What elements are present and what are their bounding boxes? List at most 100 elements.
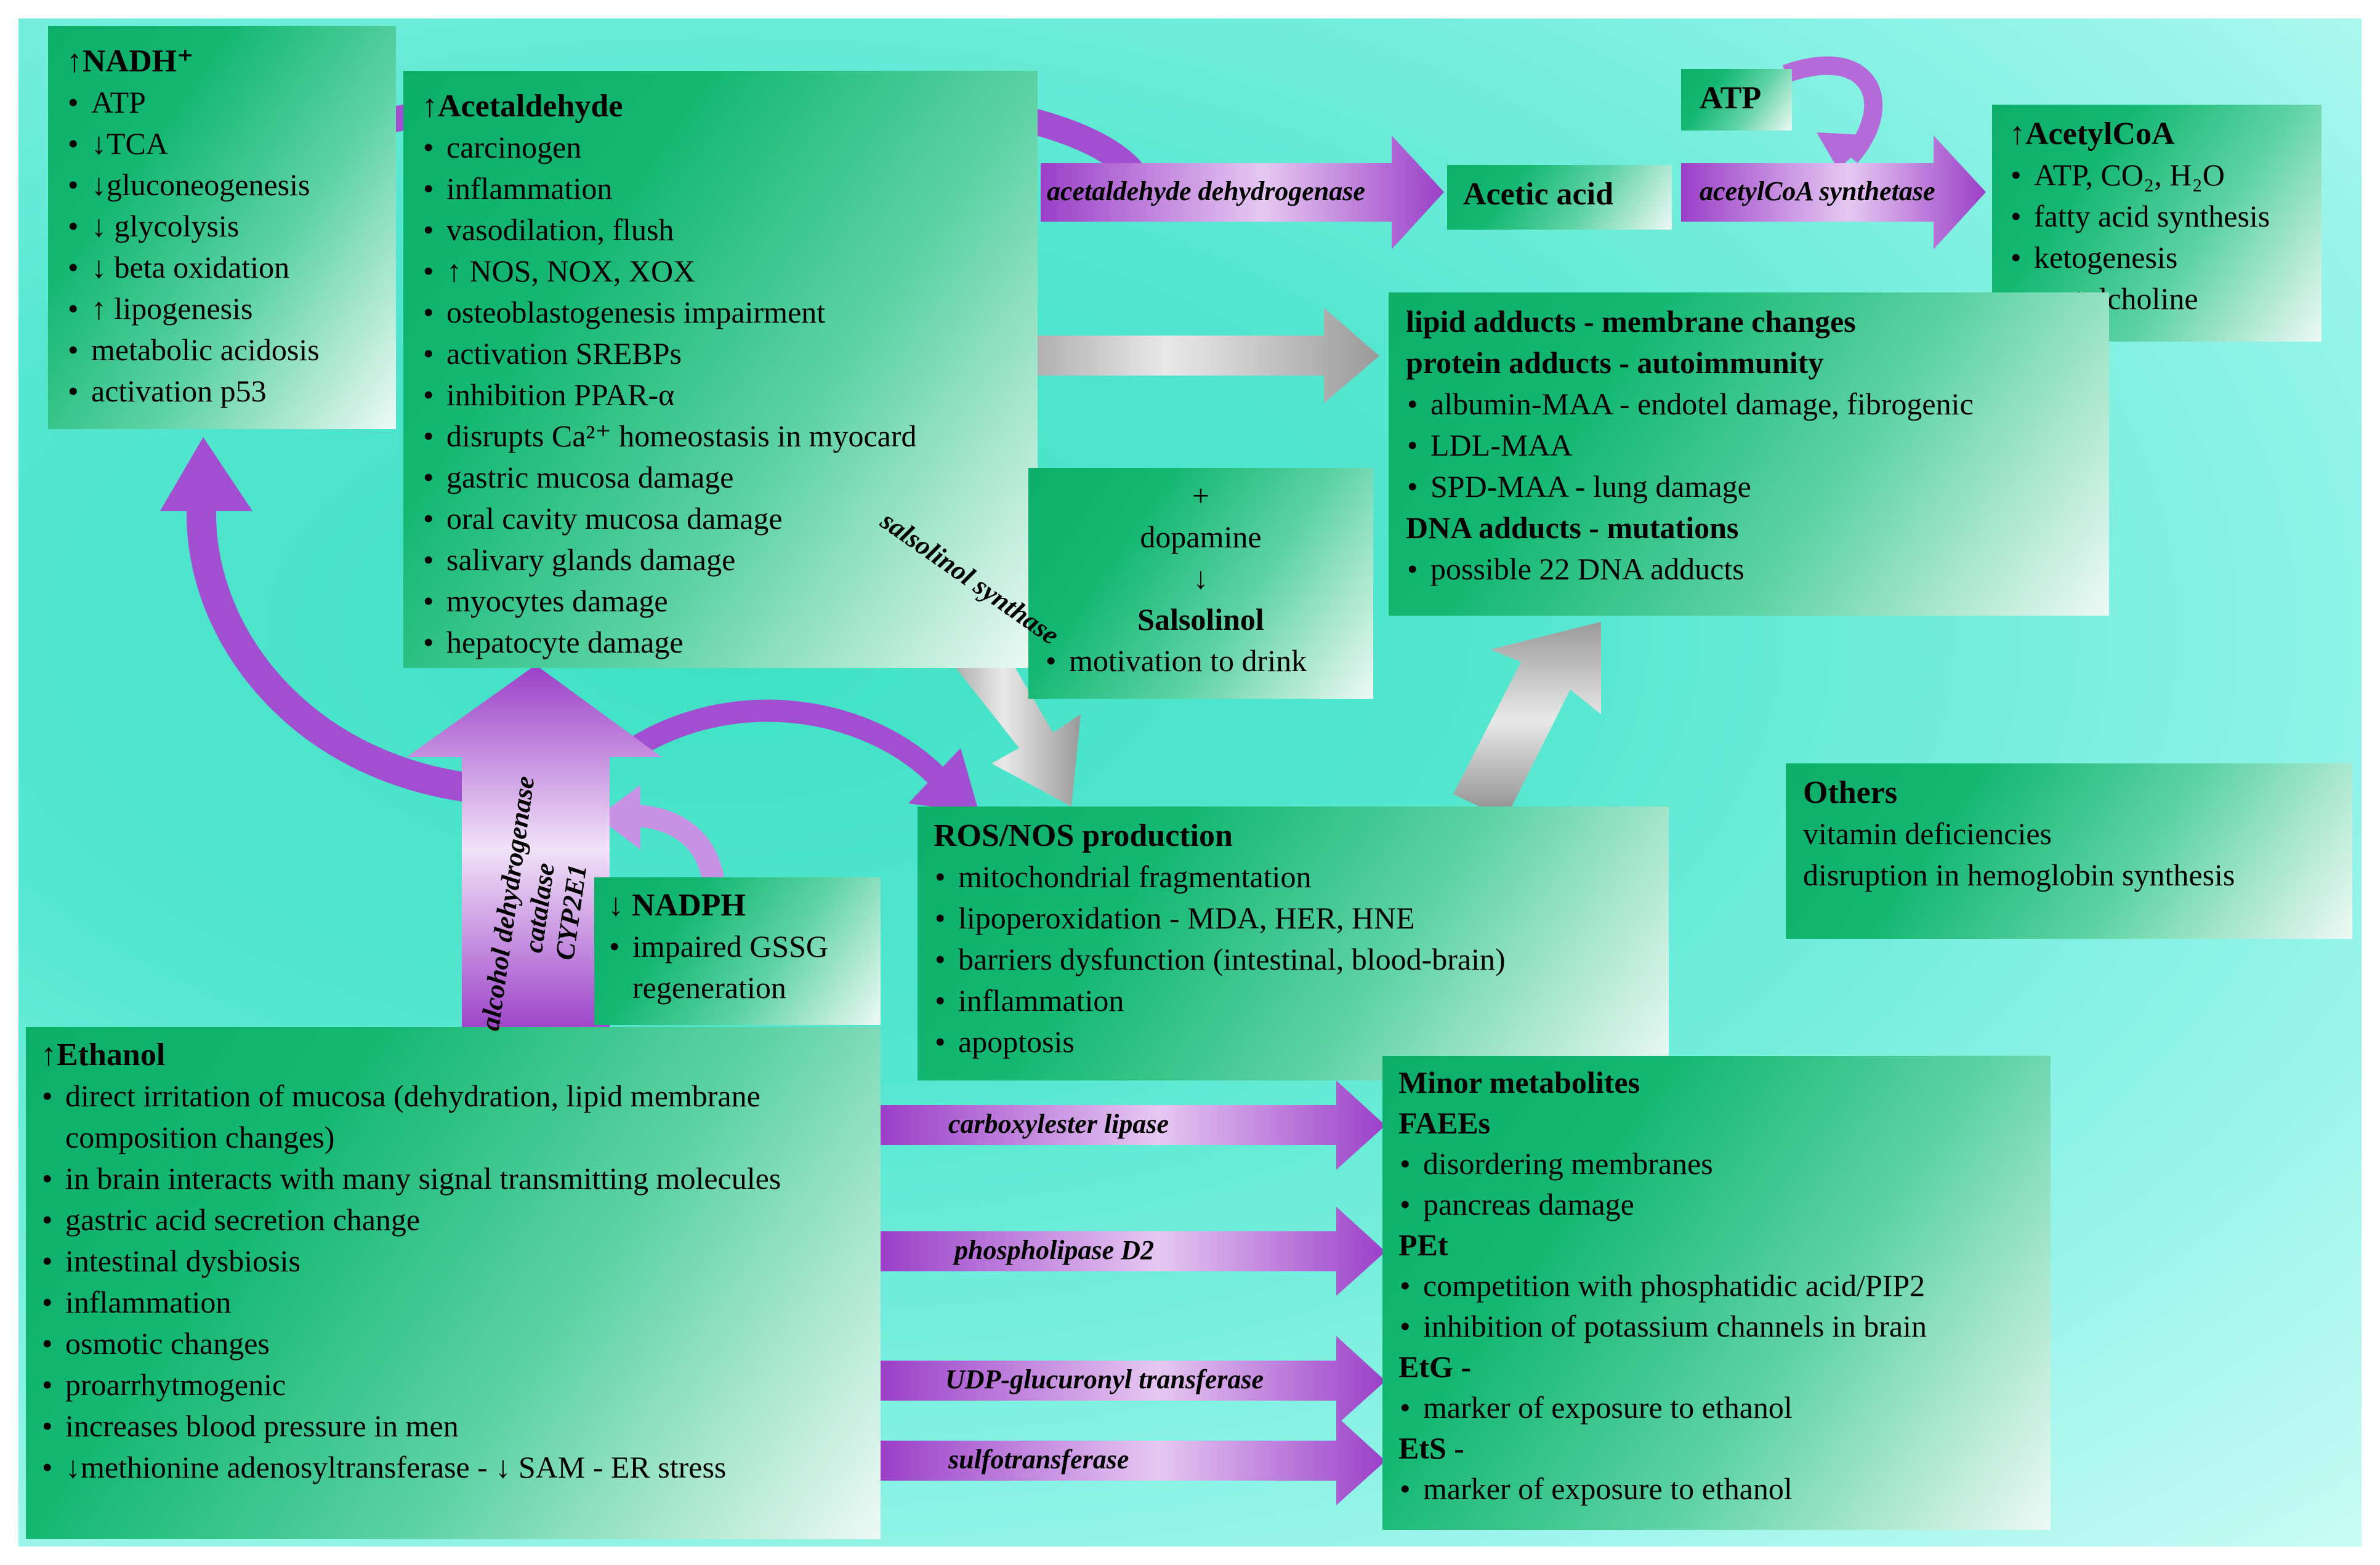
list-item: ↓ glycolysis (67, 206, 377, 247)
enzyme-arrow-acetylcoa-synthetase (1681, 135, 1986, 249)
dna-adducts-list: possible 22 DNA adducts (1406, 549, 2092, 590)
list-item: activation SREBPs (422, 333, 1019, 374)
list-item: inflammation (934, 980, 1653, 1021)
enzyme-arrow-sulfotransferase (881, 1416, 1386, 1505)
others-box: Others vitamin deficiencies disruption i… (1786, 763, 2352, 939)
list-item: inhibition of potassium channels in brai… (1398, 1306, 2035, 1346)
ets-list: marker of exposure to ethanol (1398, 1468, 2035, 1509)
list-item: pancreas damage (1398, 1184, 2035, 1225)
list-item: inhibition PPAR-α (422, 374, 1019, 416)
list-item: increases blood pressure in men (41, 1406, 866, 1447)
ethanol-list: direct irritation of mucosa (dehydration… (41, 1076, 866, 1488)
lipid-adducts-heading: lipid adducts - membrane changes (1406, 304, 1856, 339)
list-item: ↓ beta oxidation (67, 247, 377, 288)
minor-metabolites-box: Minor metabolites FAEEs disordering memb… (1382, 1056, 2051, 1530)
list-item: ATP, CO₂, H₂O (2009, 155, 2304, 196)
enzyme-arrow-udp-glucuronyl-transferase (881, 1336, 1386, 1425)
list-item: ↑ NOS, NOX, XOX (422, 251, 1019, 292)
list-item: in brain interacts with many signal tran… (41, 1158, 866, 1199)
protein-adducts-heading: protein adducts - autoimmunity (1406, 345, 1824, 380)
list-item: myocytes damage (422, 581, 1019, 622)
list-item: competition with phosphatidic acid/PIP2 (1398, 1265, 2035, 1306)
list-item: gastric mucosa damage (422, 457, 1019, 498)
faees-list: disordering membranes pancreas damage (1398, 1143, 2035, 1225)
ets-heading: EtS - (1398, 1431, 1464, 1465)
nadh-title: ↑NADH⁺ (67, 44, 194, 79)
enzyme-arrow-acetaldehyde-dehydrogenase (1041, 135, 1444, 249)
ros-title: ROS/NOS production (934, 818, 1233, 853)
salsolinol-box: + dopamine ↓ Salsolinol motivation to dr… (1028, 468, 1373, 699)
ethanol-title: ↑Ethanol (41, 1037, 166, 1072)
phospholipase-d2-label: phospholipase D2 (954, 1235, 1154, 1265)
faees-heading: FAEEs (1398, 1106, 1491, 1140)
list-item: disordering membranes (1398, 1143, 2035, 1184)
list-item: hepatocyte damage (422, 622, 1019, 663)
list-item: proarrhytmogenic (41, 1364, 866, 1406)
dna-adducts-heading: DNA adducts - mutations (1406, 510, 1739, 545)
acetic-acid-box: Acetic acid (1447, 165, 1672, 230)
list-item: salivary glands damage (422, 539, 1019, 581)
down-arrow-icon: ↓ (1193, 561, 1209, 595)
list-item: carcinogen (422, 127, 1019, 168)
ethanol-box: ↑Ethanol direct irritation of mucosa (de… (26, 1027, 881, 1539)
list-item: barriers dysfunction (intestinal, blood-… (934, 939, 1653, 980)
acetaldehyde-box: ↑Acetaldehyde carcinogen inflammation va… (403, 71, 1038, 668)
nadh-box: ↑NADH⁺ ATP ↓TCA ↓gluconeogenesis ↓ glyco… (48, 26, 396, 429)
nadph-box: ↓ NADPH impaired GSSG regeneration (594, 877, 881, 1025)
atp-label: ATP (1700, 81, 1762, 116)
atp-box: ATP (1681, 69, 1792, 131)
list-item: inflammation (422, 168, 1019, 209)
list-item: ↓gluconeogenesis (67, 164, 377, 206)
pet-heading: PEt (1398, 1228, 1448, 1262)
acetic-acid-label: Acetic acid (1463, 177, 1614, 212)
list-item: motivation to drink (1044, 640, 1357, 682)
adducts-box: lipid adducts - membrane changes protein… (1389, 292, 2109, 616)
list-item: disrupts Ca²⁺ homeostasis in myocard (422, 416, 1019, 457)
curved-arrow-to-ros (628, 699, 951, 790)
list-item: osteoblastogenesis impairment (422, 292, 1019, 333)
carboxylester-lipase-label: carboxylester lipase (948, 1109, 1169, 1139)
list-item: direct irritation of mucosa (dehydration… (41, 1076, 866, 1158)
list-item: LDL-MAA (1406, 425, 2092, 466)
list-item: ↑ lipogenesis (67, 288, 377, 329)
others-line: disruption in hemoglobin synthesis (1803, 858, 2235, 892)
etg-list: marker of exposure to ethanol (1398, 1387, 2035, 1428)
minor-metabolites-title: Minor metabolites (1398, 1065, 1640, 1100)
acetylcoa-list: ATP, CO₂, H₂O fatty acid synthesis ketog… (2009, 155, 2304, 320)
list-item: intestinal dysbiosis (41, 1241, 866, 1282)
list-item: apoptosis (934, 1021, 1653, 1063)
plus-sign: + (1192, 478, 1210, 513)
list-item: oral cavity mucosa damage (422, 498, 1019, 539)
curved-arrow-ethanol-to-nadh (187, 484, 530, 807)
list-item: fatty acid synthesis (2009, 196, 2304, 237)
pet-list: competition with phosphatidic acid/PIP2 … (1398, 1265, 2035, 1346)
list-item: ↓methionine adenosyltransferase - ↓ SAM … (41, 1447, 866, 1488)
sulfotransferase-label: sulfotransferase (948, 1444, 1129, 1474)
list-item: lipoperoxidation - MDA, HER, HNE (934, 898, 1653, 939)
curved-arrow-head-ros (908, 748, 979, 813)
etg-heading: EtG - (1398, 1350, 1472, 1384)
udp-glucuronyl-transferase-label: UDP-glucuronyl transferase (945, 1364, 1264, 1394)
grey-arrow-ros-to-adducts (1453, 622, 1601, 819)
ros-list: mitochondrial fragmentation lipoperoxida… (934, 856, 1653, 1063)
curved-arrow-head-nadh-up (160, 437, 252, 511)
grey-arrow-to-adducts (954, 308, 1379, 403)
acetaldehyde-list: carcinogen inflammation vasodilation, fl… (422, 127, 1019, 663)
list-item: ATP (67, 82, 377, 123)
list-item: osmotic changes (41, 1323, 866, 1364)
list-item: possible 22 DNA adducts (1406, 549, 2092, 590)
enzyme-arrow-phospholipase-d2 (881, 1207, 1386, 1296)
list-item: activation p53 (67, 371, 377, 412)
list-item: mitochondrial fragmentation (934, 856, 1653, 898)
acetylcoa-title: ↑AcetylCoA (2009, 116, 2175, 151)
list-item: inflammation (41, 1282, 866, 1323)
list-item: albumin-MAA - endotel damage, fibrogenic (1406, 384, 2092, 425)
list-item: marker of exposure to ethanol (1398, 1387, 2035, 1428)
salsolinol-list: motivation to drink (1044, 640, 1357, 682)
list-item: gastric acid secretion change (41, 1199, 866, 1241)
acetylcoa-synthetase-label: acetylCoA synthetase (1700, 176, 1935, 206)
dopamine-label: dopamine (1140, 520, 1262, 554)
list-item: impaired GSSG regeneration (608, 926, 867, 1008)
